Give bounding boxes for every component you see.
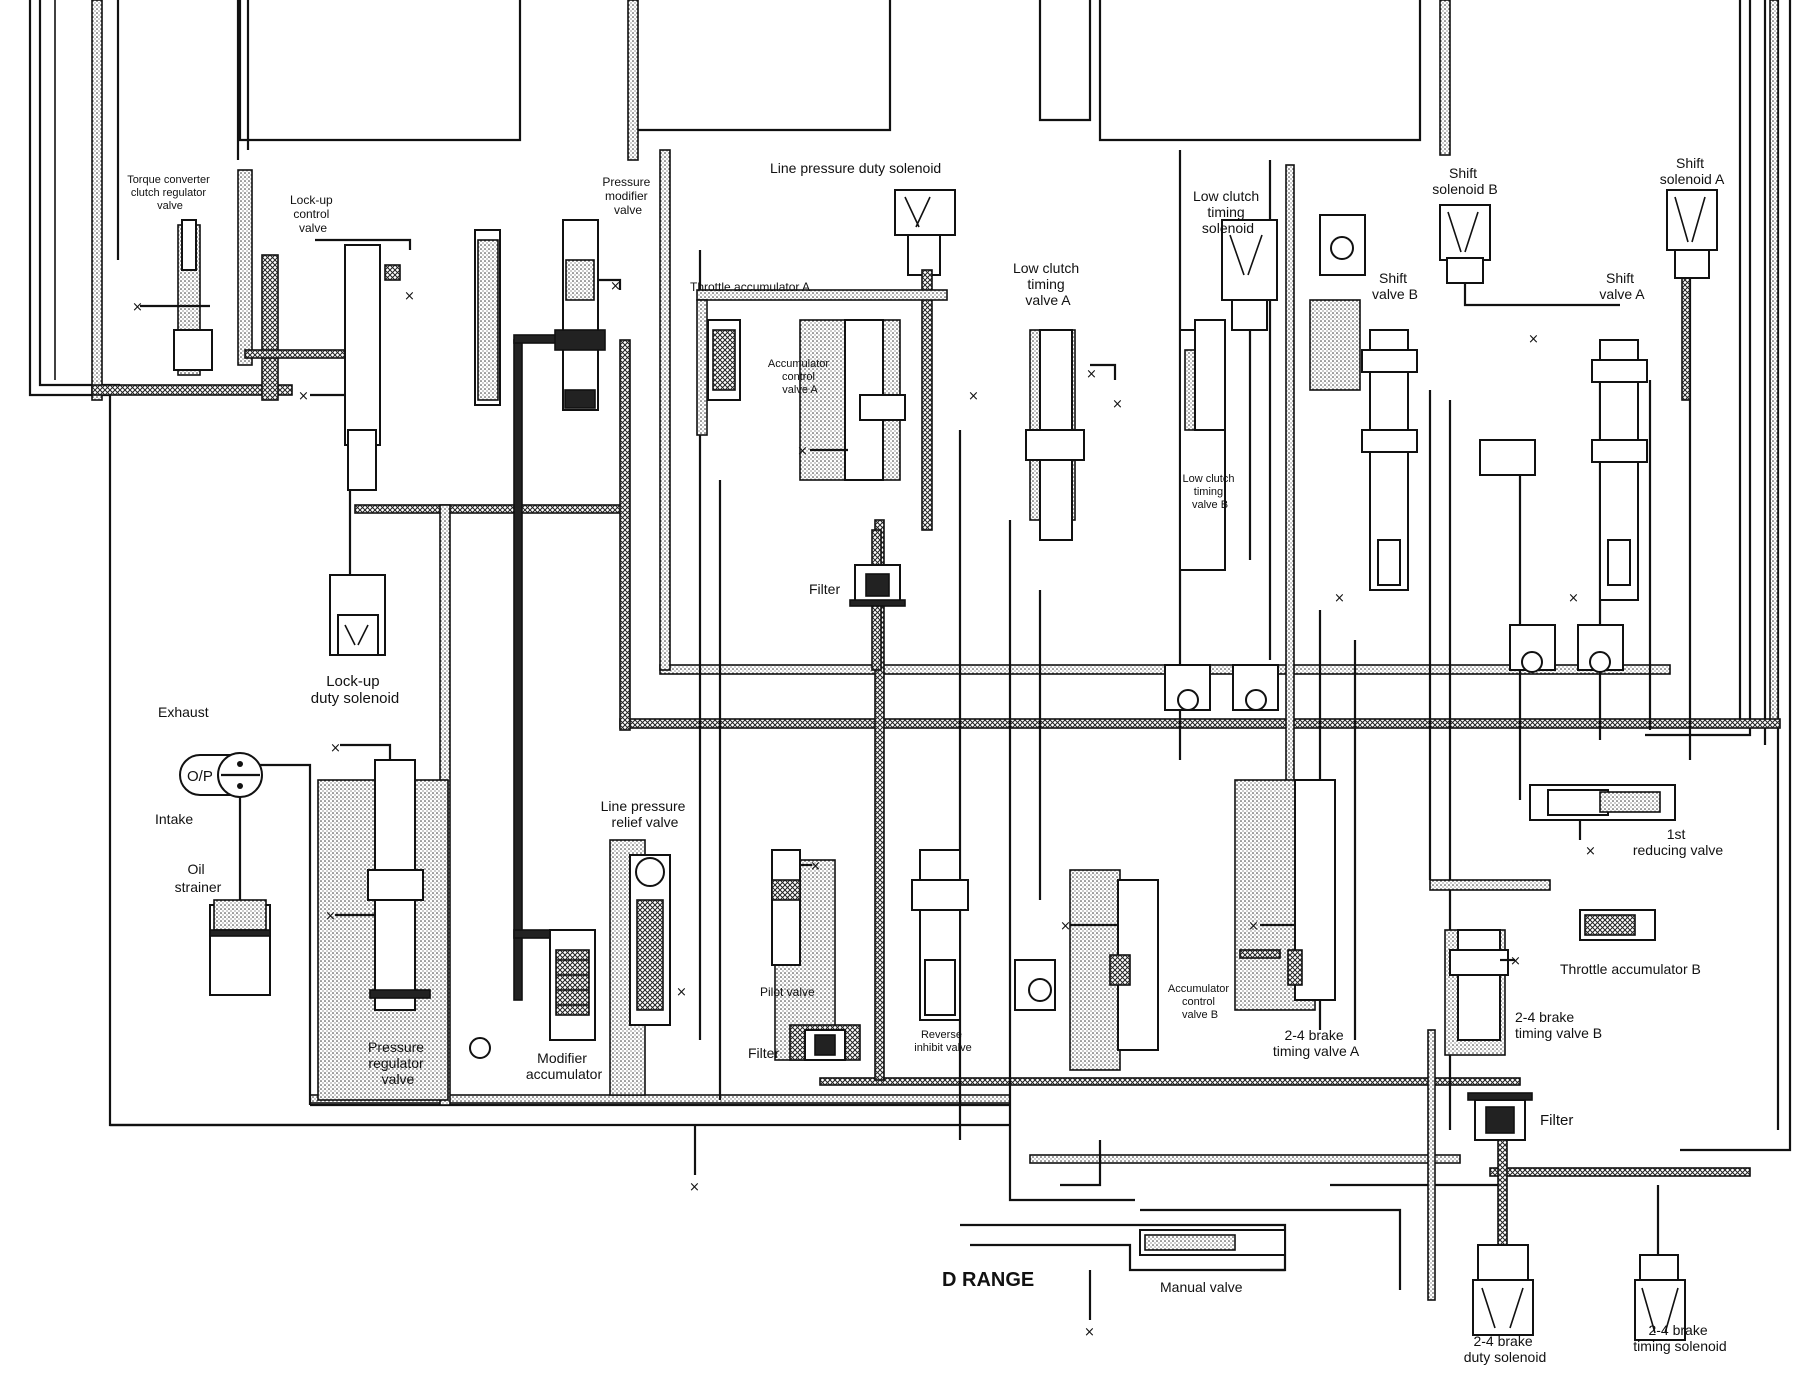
label-line-pressure-duty-solenoid: Line pressure duty solenoid bbox=[770, 160, 941, 176]
label-throttle-accumulator-a: Throttle accumulator A bbox=[690, 280, 810, 294]
shift-solenoid-a bbox=[1666, 189, 1718, 279]
lock-up-duty-solenoid bbox=[329, 490, 386, 656]
svg-text:×: × bbox=[1510, 954, 1521, 969]
label-d-range: D RANGE bbox=[942, 1269, 1034, 1291]
label-accumulator-control-valve-b: Accumulator control valve B bbox=[1168, 983, 1232, 1021]
check-ball-reverse bbox=[1014, 959, 1056, 1011]
mid-check-balls bbox=[1164, 664, 1279, 711]
label-first-reducing-valve: 1st reducing valve bbox=[1633, 826, 1723, 858]
svg-text:×: × bbox=[689, 1180, 700, 1195]
first-reducing-valve: × bbox=[1529, 784, 1676, 859]
labels: Torque converter clutch regulator valve … bbox=[127, 155, 1727, 1365]
label-filter-1: Filter bbox=[809, 581, 840, 597]
label-low-clutch-timing-valve-a: Low clutch timing valve A bbox=[1013, 260, 1083, 308]
label-shift-valve-b: Shift valve B bbox=[1372, 270, 1418, 302]
label-filter-2: Filter bbox=[748, 1045, 779, 1061]
label-manual-valve: Manual valve bbox=[1160, 1279, 1243, 1295]
manual-valve: × bbox=[960, 1140, 1287, 1340]
label-oil-strainer: Oil strainer bbox=[175, 861, 222, 895]
low-clutch-timing-valve-b bbox=[1179, 319, 1226, 571]
brake-timing-valve-b: × bbox=[1444, 929, 1521, 1056]
check-ball-regulator bbox=[469, 1037, 491, 1059]
modifier-accumulator bbox=[549, 929, 596, 1041]
label-shift-solenoid-b: Shift solenoid B bbox=[1432, 165, 1497, 197]
svg-text:×: × bbox=[298, 389, 309, 404]
shift-valve-b: × bbox=[1309, 299, 1418, 606]
svg-text:×: × bbox=[676, 985, 687, 1000]
label-brake-duty-solenoid: 2-4 brake duty solenoid bbox=[1464, 1333, 1547, 1365]
throttle-accumulator-a bbox=[696, 289, 948, 436]
svg-text:×: × bbox=[1084, 1325, 1095, 1340]
reverse-inhibit-valve bbox=[911, 849, 969, 1021]
label-intake: Intake bbox=[155, 811, 193, 827]
check-ball-shift-b bbox=[1319, 214, 1366, 276]
line-pressure-duty-solenoid bbox=[894, 189, 956, 531]
svg-text:×: × bbox=[1086, 367, 1097, 382]
label-pilot-valve: Pilot valve bbox=[760, 985, 815, 999]
bottom-exhaust-left: × bbox=[689, 1125, 700, 1195]
label-brake-timing-valve-b: 2-4 brake timing valve B bbox=[1515, 1009, 1602, 1041]
label-torque-converter: Torque converter clutch regulator valve bbox=[127, 174, 213, 212]
svg-text:×: × bbox=[1585, 844, 1596, 859]
label-lock-up-control-valve: Lock-up control valve bbox=[290, 193, 336, 235]
svg-text:×: × bbox=[1112, 397, 1123, 412]
accumulator-control-valve-b: × bbox=[1060, 869, 1159, 1071]
shift-solenoid-b bbox=[1439, 204, 1620, 307]
filter-3 bbox=[1467, 1092, 1533, 1141]
label-accumulator-control-valve-a: Accumulator control valve A bbox=[768, 358, 832, 396]
line-pressure-relief-valve: × bbox=[609, 839, 687, 1096]
brake-timing-valve-a: × bbox=[1234, 779, 1336, 1011]
brake-timing-solenoid bbox=[1634, 1185, 1686, 1341]
svg-text:×: × bbox=[330, 741, 341, 756]
svg-text:×: × bbox=[810, 859, 821, 874]
label-line-pressure-relief-valve: Line pressure relief valve bbox=[601, 798, 690, 830]
svg-text:×: × bbox=[968, 389, 979, 404]
right-check-balls bbox=[1509, 624, 1624, 673]
svg-text:×: × bbox=[132, 300, 143, 315]
filter-2 bbox=[789, 1024, 861, 1061]
svg-text:×: × bbox=[1248, 919, 1259, 934]
modifier-column bbox=[474, 229, 501, 406]
label-brake-timing-solenoid: 2-4 brake timing solenoid bbox=[1633, 1322, 1726, 1354]
label-lock-up-duty-solenoid: Lock-up duty solenoid bbox=[311, 673, 399, 707]
svg-text:×: × bbox=[404, 289, 415, 304]
throttle-accumulator-b bbox=[1429, 879, 1656, 941]
svg-text:×: × bbox=[1568, 591, 1579, 606]
label-low-clutch-timing-valve-b: Low clutch timing valve B bbox=[1182, 473, 1237, 511]
label-pressure-regulator-valve: Pressure regulator valve bbox=[368, 1039, 428, 1087]
label-shift-solenoid-a: Shift solenoid A bbox=[1660, 155, 1725, 187]
shift-valve-a: × × bbox=[1479, 332, 1648, 606]
outer-passages bbox=[28, 0, 1792, 1152]
label-filter-3: Filter bbox=[1540, 1112, 1573, 1129]
label-brake-timing-valve-a: 2-4 brake timing valve A bbox=[1273, 1027, 1360, 1059]
brake-duty-solenoid bbox=[1472, 1139, 1534, 1336]
oil-pump bbox=[179, 752, 312, 1105]
pressure-regulator-valve: × × bbox=[317, 741, 449, 1101]
low-clutch-timing-solenoid bbox=[1221, 219, 1278, 560]
label-exhaust: Exhaust bbox=[158, 704, 209, 720]
low-clutch-timing-valve-a: × × bbox=[1025, 329, 1123, 541]
label-modifier-accumulator: Modifier accumulator bbox=[526, 1050, 603, 1082]
svg-text:×: × bbox=[610, 279, 621, 294]
lock-up-control-valve: × × bbox=[237, 169, 415, 491]
svg-text:×: × bbox=[797, 444, 808, 459]
filter-1 bbox=[849, 529, 906, 671]
label-reverse-inhibit-valve: Reverse inhibit valve bbox=[914, 1029, 971, 1054]
label-pressure-modifier-valve: Pressure modifier valve bbox=[602, 175, 653, 217]
label-shift-valve-a: Shift valve A bbox=[1599, 270, 1645, 302]
svg-text:×: × bbox=[325, 909, 336, 924]
label-op: O/P bbox=[187, 768, 213, 785]
svg-text:×: × bbox=[1528, 332, 1539, 347]
svg-text:×: × bbox=[1060, 919, 1071, 934]
svg-text:×: × bbox=[1334, 591, 1345, 606]
label-throttle-accumulator-b: Throttle accumulator B bbox=[1560, 961, 1701, 977]
pressure-modifier-valve: × bbox=[554, 219, 622, 411]
accumulator-control-valve-a: × × bbox=[797, 319, 979, 481]
torque-converter-clutch-regulator-valve: × bbox=[91, 219, 293, 396]
label-low-clutch-timing-solenoid: Low clutch timing solenoid bbox=[1193, 188, 1263, 236]
